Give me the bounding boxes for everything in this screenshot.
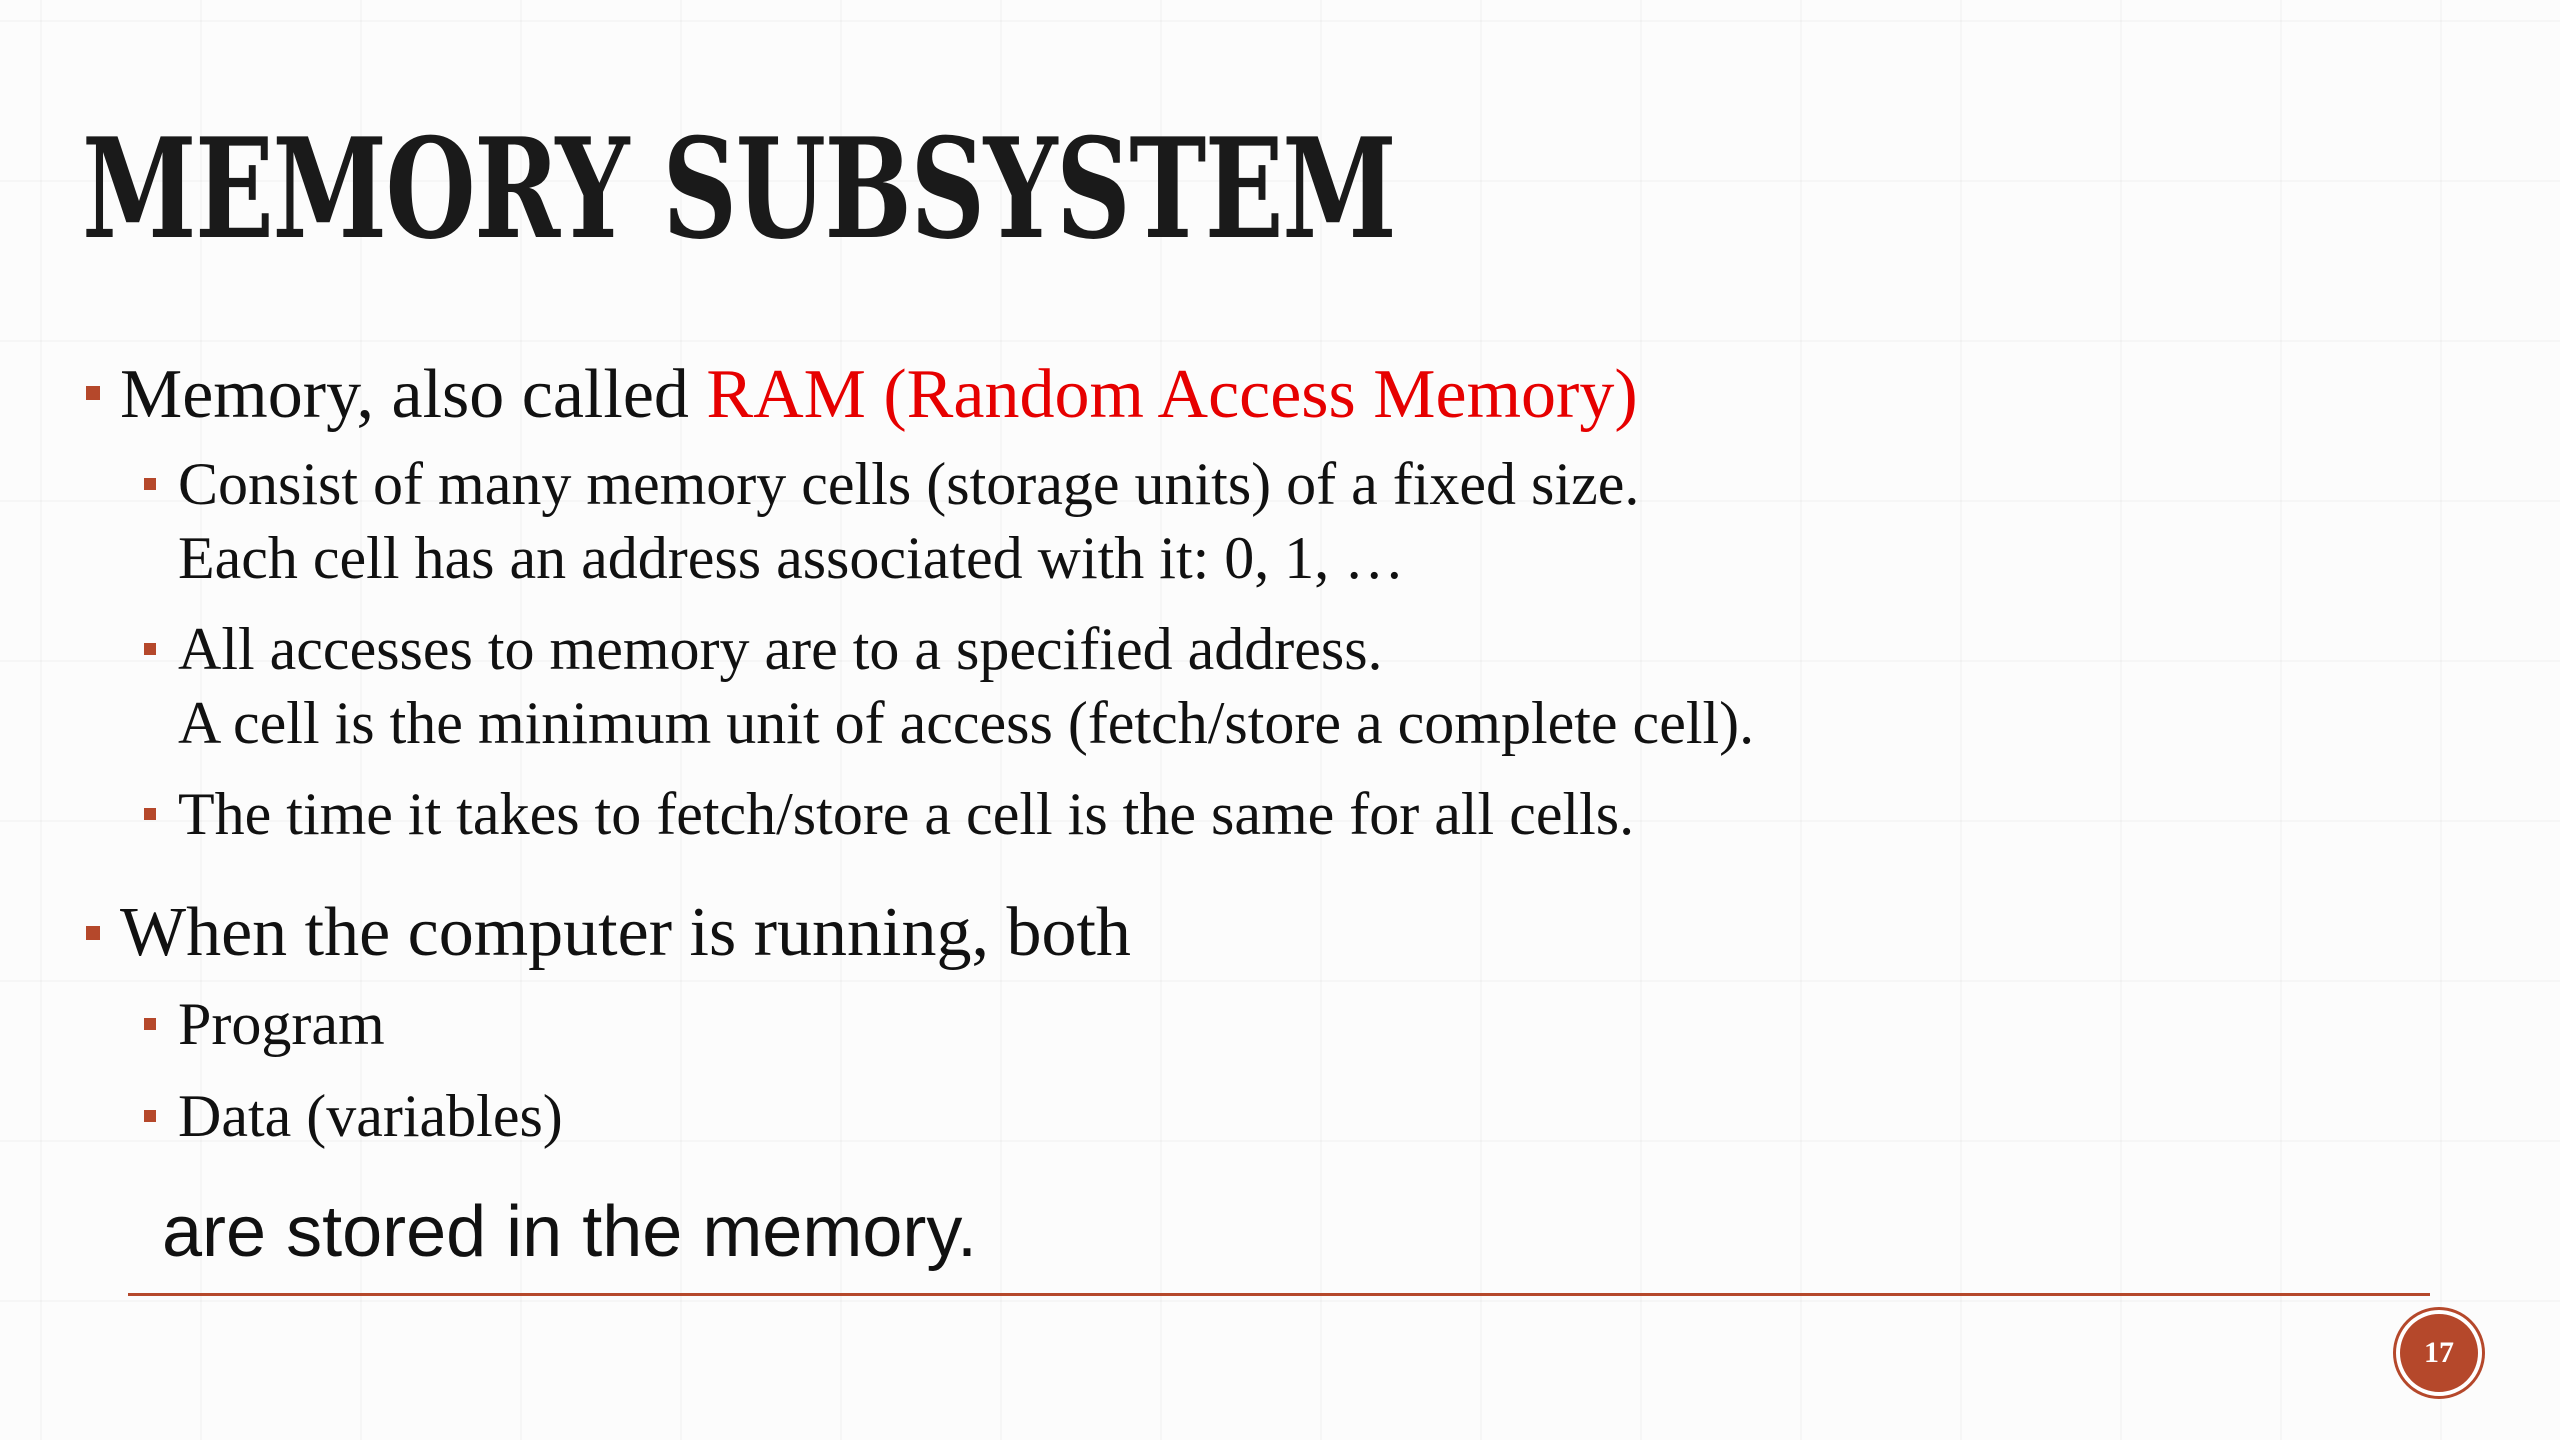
bullet-1-text: Memory, also called RAM (Random Access M… [120, 360, 1638, 430]
closing-text: are stored in the memory. [162, 1192, 977, 1272]
subbullet-1-3-line1: The time it takes to fetch/store a cell … [178, 781, 1635, 847]
slide-title: MEMORY SUBSYSTEM [82, 107, 1397, 270]
page-number-badge: 17 [2396, 1310, 2482, 1396]
subbullet-1-2-line2: A cell is the minimum unit of access (fe… [178, 690, 1755, 756]
subbullet-marker [144, 478, 156, 490]
subbullet-2-2-line1: Data (variables) [178, 1083, 563, 1149]
subbullet-marker [144, 1018, 156, 1030]
subbullet-2-1-line1: Program [178, 991, 385, 1057]
subbullet-1-1-line1: Consist of many memory cells (storage un… [178, 451, 1640, 517]
bullet-2-text: When the computer is running, both [120, 894, 1131, 971]
subbullet-marker [144, 1110, 156, 1122]
footer-divider [128, 1293, 2430, 1296]
subbullet-1-2-line1: All accesses to memory are to a specifie… [178, 616, 1383, 682]
bullet-marker [86, 926, 100, 940]
bullet-1-highlight: RAM (Random Access Memory) [706, 356, 1638, 433]
subbullet-marker [144, 643, 156, 655]
subbullet-1-1-line2: Each cell has an address associated with… [178, 525, 1405, 591]
subbullet-marker [144, 808, 156, 820]
bullet-1-lead: Memory, also called [120, 356, 707, 433]
bullet-marker [86, 386, 100, 400]
